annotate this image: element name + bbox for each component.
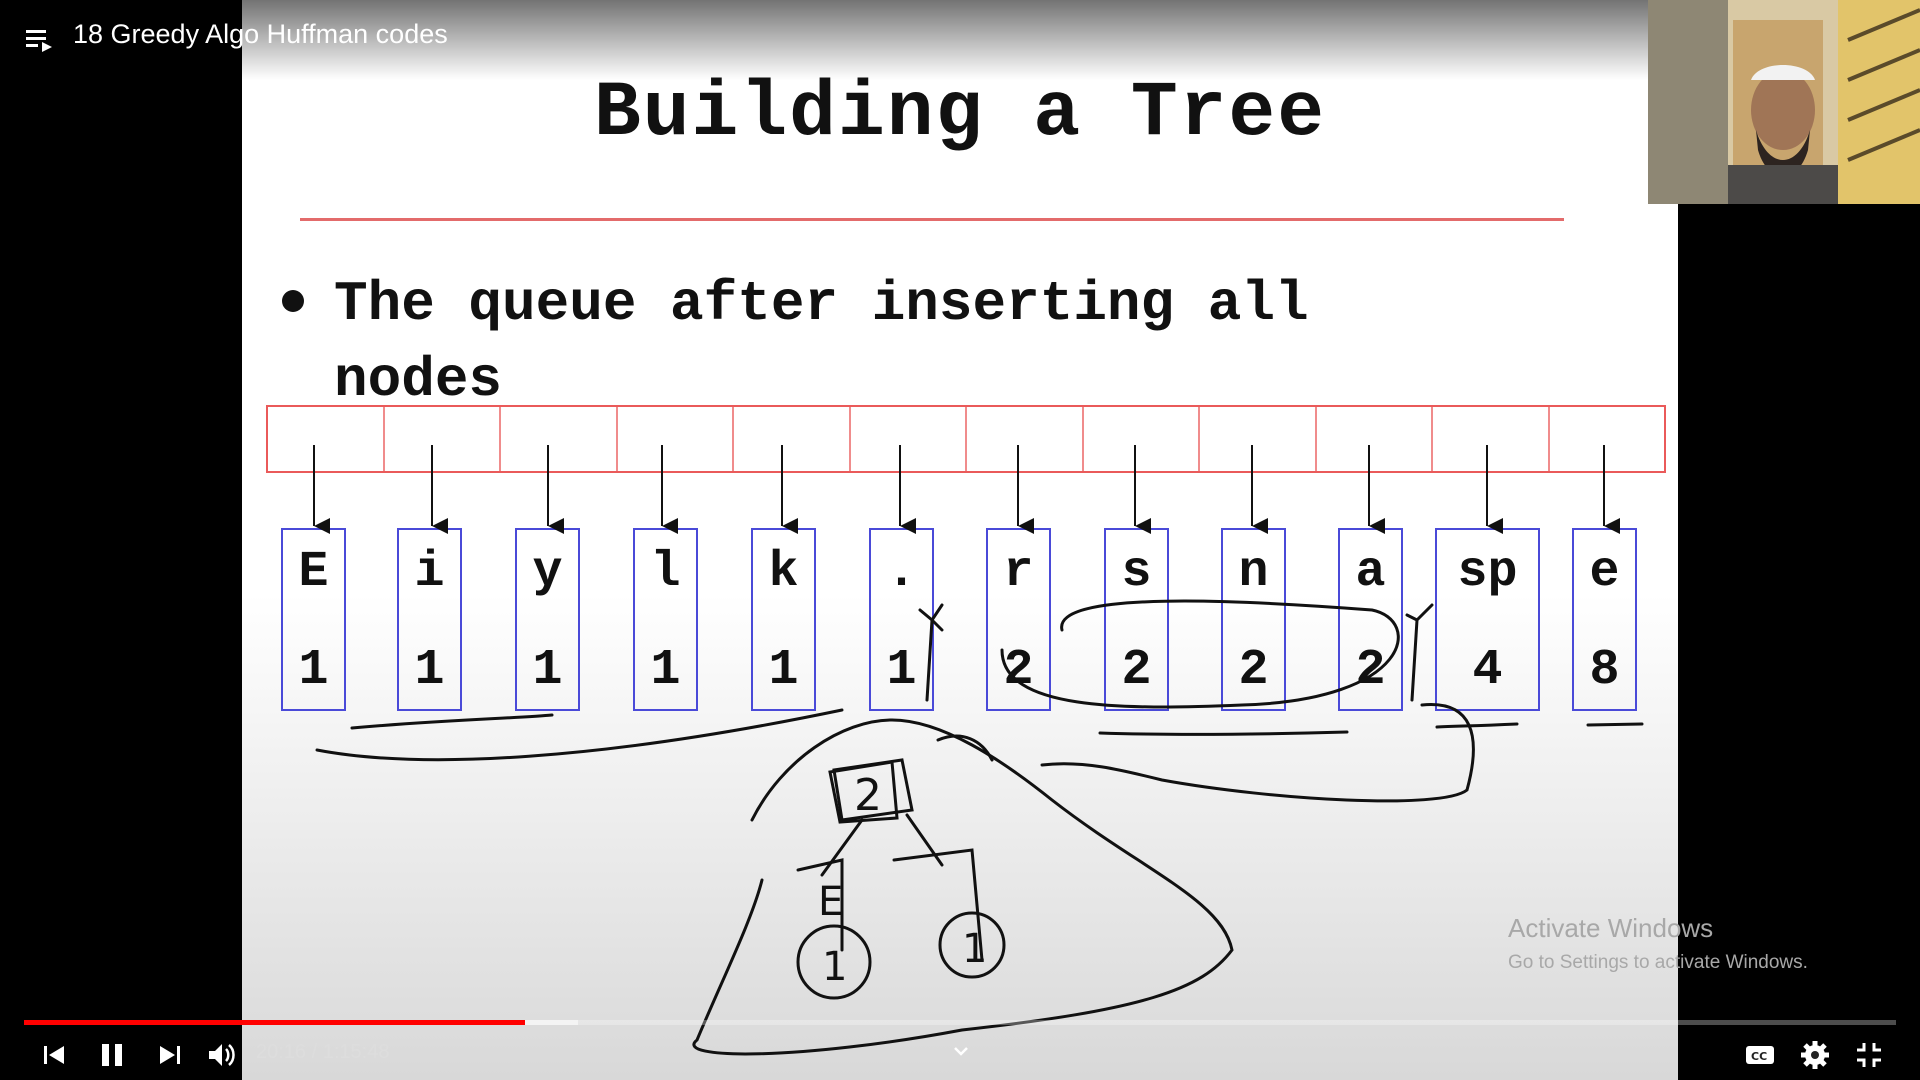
queue-cell xyxy=(967,407,1084,471)
time-display: 20:16 / 1:15:48 xyxy=(256,1041,389,1064)
node-freq: 1 xyxy=(532,642,563,699)
node-freq: 1 xyxy=(414,642,445,699)
queue-arrows xyxy=(313,445,1620,534)
node-char: n xyxy=(1238,544,1269,601)
queue-cell xyxy=(1317,407,1433,471)
activate-windows-watermark: Activate Windows Go to Settings to activ… xyxy=(1508,913,1808,974)
slide: Building a Tree The queue after insertin… xyxy=(242,0,1678,1080)
progress-played xyxy=(24,1020,525,1025)
node-char: e xyxy=(1589,544,1620,601)
handwriting-strokes: 2 xyxy=(315,599,1644,1056)
bullet-point xyxy=(282,290,304,312)
queue-cell xyxy=(851,407,967,471)
tree-node: E 1 xyxy=(281,528,346,711)
queue-cell xyxy=(618,407,734,471)
bullet-line-2: nodes xyxy=(334,348,503,412)
annot-child-right-val: 1 xyxy=(962,926,987,972)
node-freq: 1 xyxy=(768,642,799,699)
chevron-down-icon[interactable] xyxy=(950,1040,972,1062)
playlist-icon[interactable] xyxy=(24,24,54,54)
queue-cell xyxy=(501,407,618,471)
title-divider xyxy=(300,218,1564,221)
tree-node: a 2 xyxy=(1338,528,1403,711)
queue-cell xyxy=(1084,407,1200,471)
prev-icon[interactable] xyxy=(37,1037,73,1073)
tree-node: l 1 xyxy=(633,528,698,711)
node-freq: 2 xyxy=(1121,642,1152,699)
node-char: r xyxy=(1003,544,1034,601)
tree-node: . 1 xyxy=(869,528,934,711)
queue-cell xyxy=(1200,407,1317,471)
annot-child-e: E xyxy=(818,879,843,925)
tree-node: s 2 xyxy=(1104,528,1169,711)
node-freq: 8 xyxy=(1589,642,1620,699)
time-separator: / xyxy=(306,1041,323,1063)
video-title[interactable]: 18 Greedy Algo Huffman codes xyxy=(73,19,448,49)
bullet-text: The queue after inserting all nodes xyxy=(334,266,1534,418)
queue-cell xyxy=(268,407,385,471)
node-freq: 2 xyxy=(1355,642,1386,699)
captions-icon[interactable]: CC xyxy=(1742,1037,1778,1073)
node-char: . xyxy=(886,544,917,601)
bullet-line-1: The queue after inserting all xyxy=(334,272,1309,336)
slide-title: Building a Tree xyxy=(593,70,1327,158)
webcam-video xyxy=(1648,0,1920,204)
tree-node: n 2 xyxy=(1221,528,1286,711)
settings-icon[interactable] xyxy=(1797,1037,1833,1073)
current-time: 20:16 xyxy=(256,1041,307,1063)
node-char: i xyxy=(414,544,445,601)
node-char: l xyxy=(650,544,681,601)
volume-icon[interactable] xyxy=(204,1037,240,1073)
node-freq: 1 xyxy=(298,642,329,699)
pause-icon[interactable] xyxy=(94,1037,130,1073)
tree-node: k 1 xyxy=(751,528,816,711)
player-top-bar: 18 Greedy Algo Huffman codes xyxy=(0,0,1920,80)
queue-array xyxy=(266,405,1666,473)
svg-text:2: 2 xyxy=(854,770,882,821)
duration: 1:15:48 xyxy=(322,1041,390,1063)
queue-cell xyxy=(385,407,501,471)
annotation-layer: 2 E 1 1 xyxy=(313,445,1644,1056)
node-char: a xyxy=(1355,544,1386,601)
node-freq: 2 xyxy=(1238,642,1269,699)
svg-text:CC: CC xyxy=(1751,1050,1767,1063)
node-char: E xyxy=(298,544,329,601)
tree-node: i 1 xyxy=(397,528,462,711)
tree-node: sp 4 xyxy=(1435,528,1540,711)
queue-cell xyxy=(1433,407,1550,471)
exit-fullscreen-icon[interactable] xyxy=(1851,1037,1887,1073)
queue-cell xyxy=(734,407,851,471)
node-char: s xyxy=(1121,544,1152,601)
tree-node: e 8 xyxy=(1572,528,1637,711)
watermark-line2: Go to Settings to activate Windows. xyxy=(1508,952,1808,973)
node-char: k xyxy=(768,544,799,601)
annot-child-e-val: 1 xyxy=(822,944,847,990)
node-char: y xyxy=(532,544,563,601)
node-freq: 1 xyxy=(650,642,681,699)
tree-node: y 1 xyxy=(515,528,580,711)
progress-bar[interactable] xyxy=(24,1020,1896,1025)
node-freq: 4 xyxy=(1472,642,1503,699)
next-icon[interactable] xyxy=(151,1037,187,1073)
node-freq: 1 xyxy=(886,642,917,699)
watermark-line1: Activate Windows xyxy=(1508,913,1714,943)
node-char: sp xyxy=(1457,544,1518,601)
